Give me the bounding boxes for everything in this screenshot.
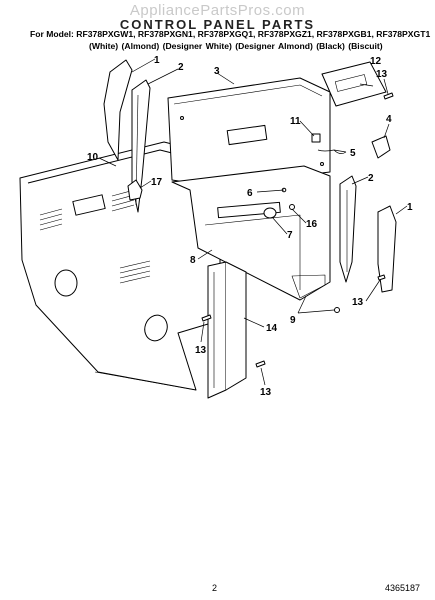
rear-panel-part bbox=[19, 141, 229, 391]
left-end-cap-part bbox=[103, 59, 151, 213]
callout-3: 3 bbox=[214, 66, 220, 77]
console-panel-part bbox=[171, 165, 331, 301]
callout-16: 16 bbox=[306, 219, 318, 230]
callout-13: 13 bbox=[352, 297, 364, 308]
bracket-part bbox=[371, 135, 391, 159]
color-list: (White) (Almond) (Designer White) (Desig… bbox=[89, 41, 383, 51]
control-panel-part bbox=[167, 77, 331, 187]
page-number: 2 bbox=[212, 583, 218, 593]
callout-13: 13 bbox=[260, 387, 272, 398]
watermark: AppliancePartsPros.com bbox=[129, 2, 306, 19]
callout-6: 6 bbox=[247, 188, 253, 199]
callout-2: 2 bbox=[178, 62, 184, 73]
callout-7: 7 bbox=[287, 230, 293, 241]
callout-17: 17 bbox=[151, 177, 163, 188]
callout-13: 13 bbox=[195, 345, 207, 356]
side-trim-part bbox=[207, 261, 247, 399]
leader-lines bbox=[98, 58, 408, 386]
knob-parts bbox=[263, 187, 295, 219]
callout-numbers: 1 2 3 12 13 4 11 5 10 17 6 2 1 16 7 8 13… bbox=[87, 55, 413, 398]
callout-5: 5 bbox=[350, 148, 356, 159]
clip-part bbox=[127, 179, 143, 201]
callout-1: 1 bbox=[154, 55, 160, 66]
callout-2: 2 bbox=[368, 173, 374, 184]
page-title: CONTROL PANEL PARTS bbox=[119, 17, 316, 32]
callout-1: 1 bbox=[407, 202, 413, 213]
document-number: 4365187 bbox=[385, 583, 421, 593]
callout-11: 11 bbox=[290, 116, 301, 127]
model-list: For Model: RF378PXGW1, RF378PXGN1, RF378… bbox=[30, 29, 431, 39]
right-end-cap-part bbox=[339, 175, 397, 293]
overlay-part bbox=[321, 61, 387, 107]
callout-8: 8 bbox=[190, 255, 196, 266]
callout-10: 10 bbox=[87, 152, 99, 163]
callout-13: 13 bbox=[376, 69, 388, 80]
callout-14: 14 bbox=[266, 323, 278, 334]
screw-parts bbox=[201, 92, 394, 368]
callout-4: 4 bbox=[386, 114, 392, 125]
callout-12: 12 bbox=[370, 56, 382, 67]
callout-9: 9 bbox=[290, 315, 296, 326]
